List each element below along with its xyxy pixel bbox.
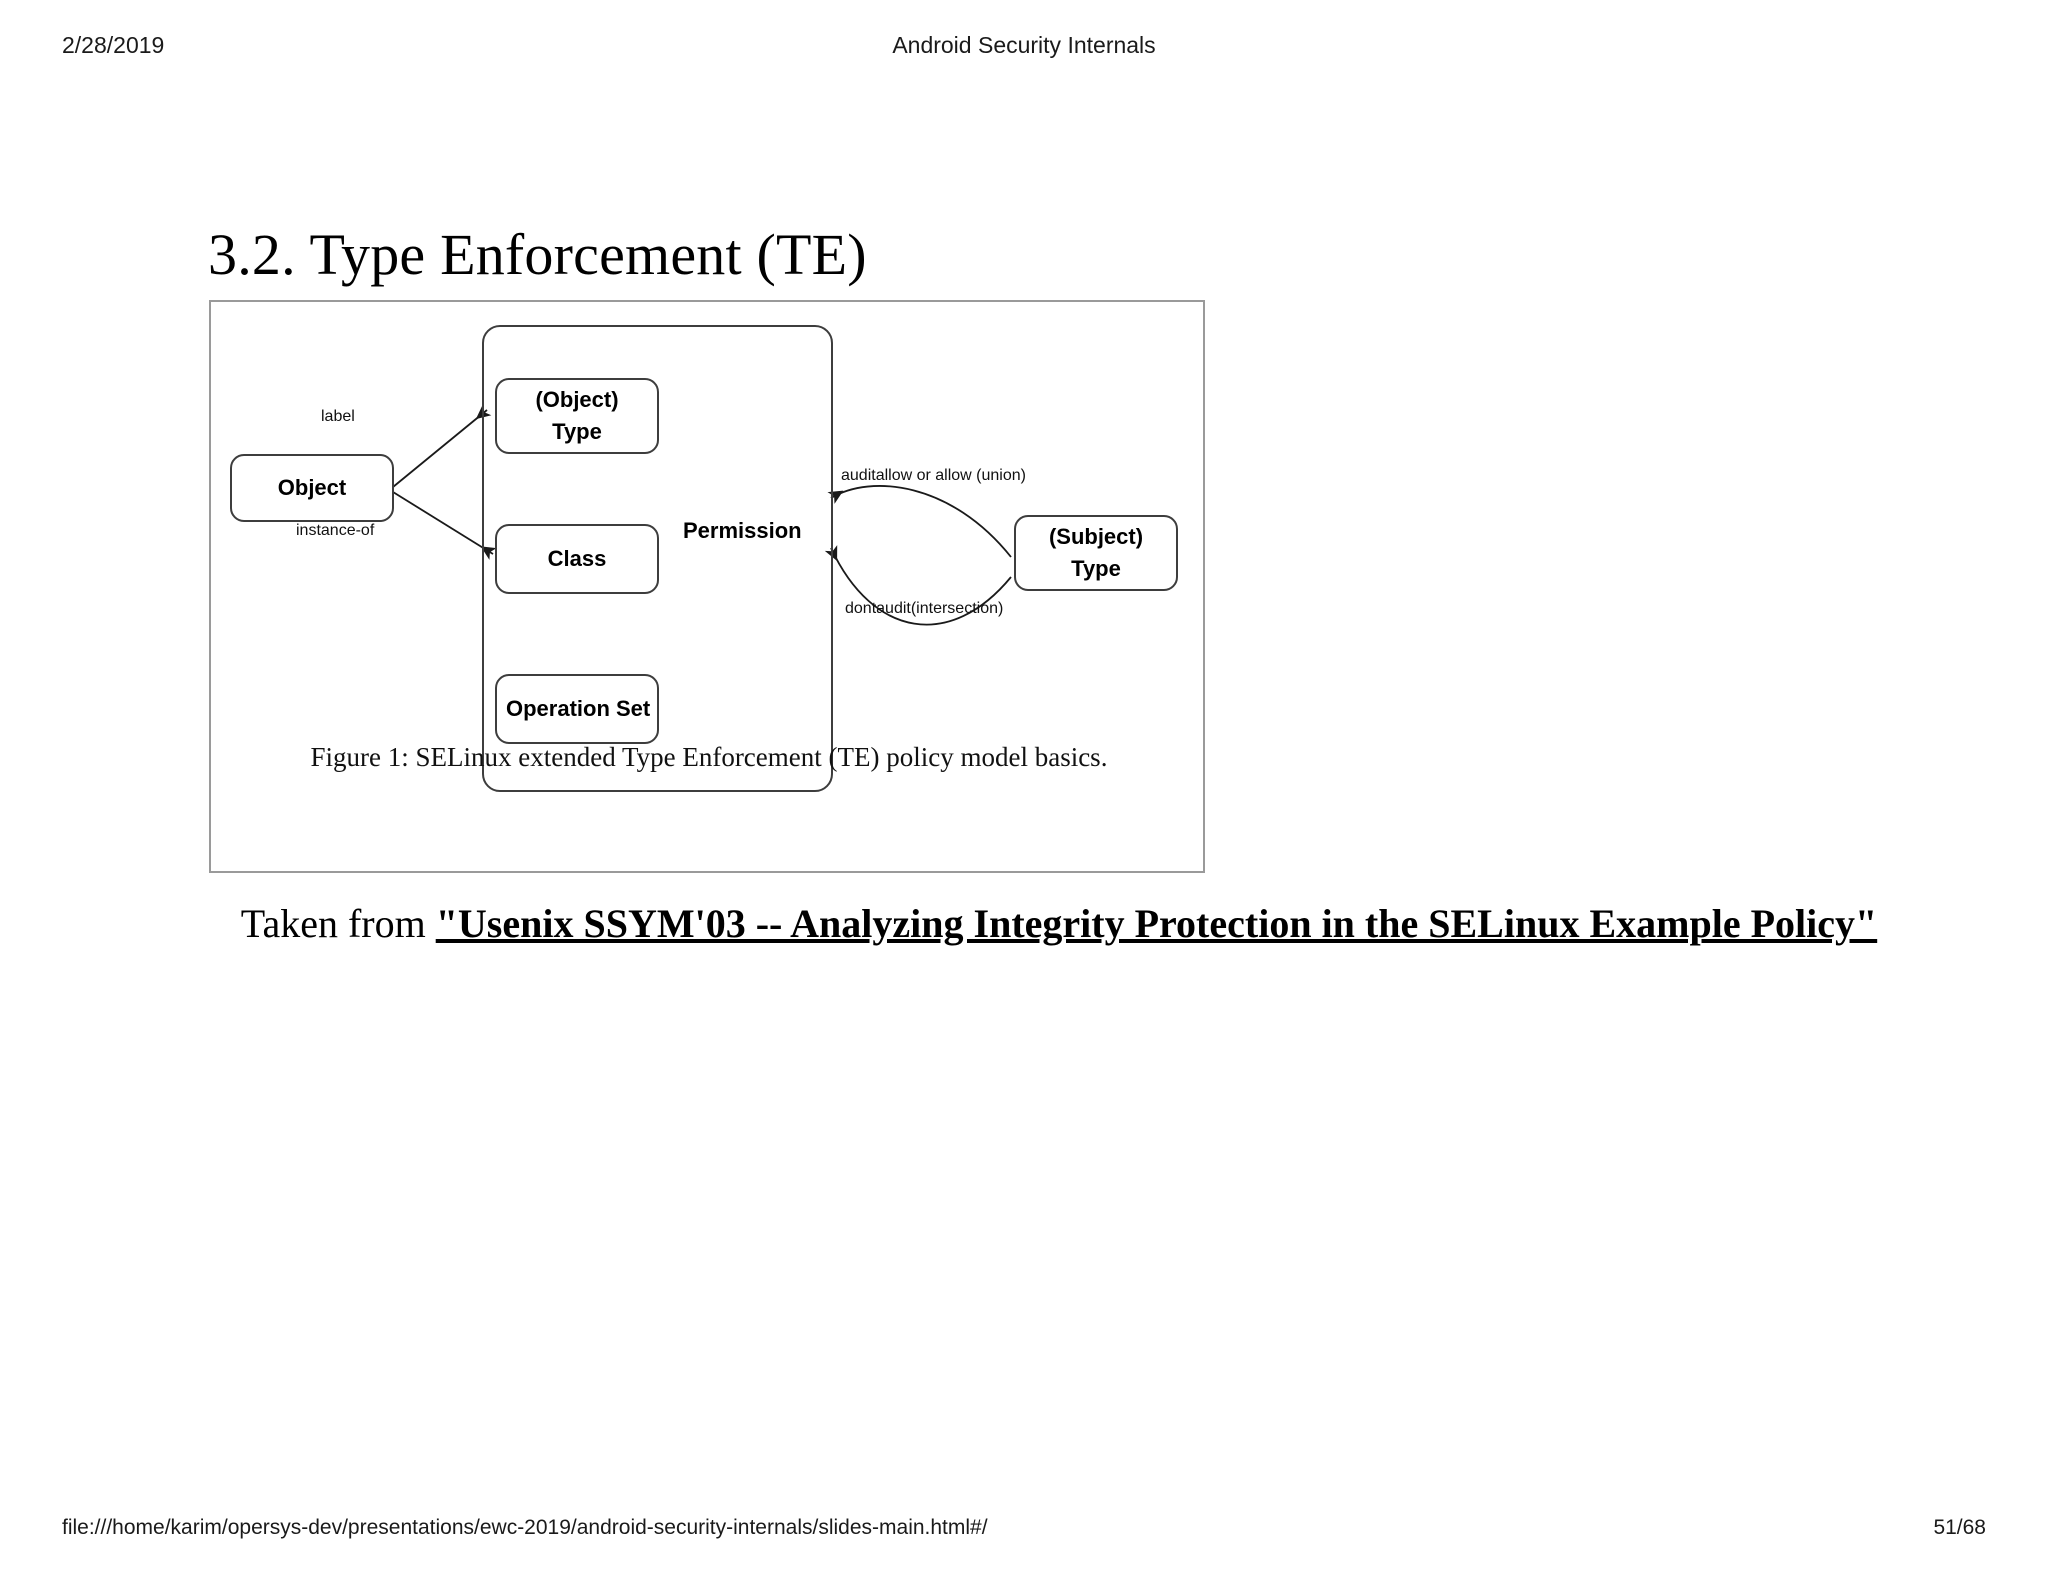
edge-dontaudit-intersection (824, 545, 1012, 626)
diagram-connectors (392, 404, 1012, 626)
header-date: 2/28/2019 (62, 32, 165, 58)
node-object-type-line1: (Object) (535, 387, 619, 413)
node-subject-type-line1: (Subject) (1048, 524, 1144, 550)
node-object-label: Object (277, 475, 347, 501)
edge-label-label: label (321, 408, 355, 425)
attribution-prefix: Taken from (240, 901, 436, 946)
node-object-type[interactable]: (Object) Type (495, 378, 659, 454)
node-class-label: Class (547, 546, 607, 572)
figure-caption: Figure 1: SELinux extended Type Enforcem… (310, 742, 1108, 772)
edge-label-dontaudit: dontaudit(intersection) (845, 600, 1004, 617)
node-subject-type-line2: Type (1071, 556, 1121, 581)
permission-group-container (482, 325, 833, 792)
figure-frame: Object (Object) Type Class Operation Set… (209, 300, 1205, 873)
header-title: Android Security Internals (892, 32, 1156, 58)
node-object-type-line2: Type (552, 419, 602, 444)
attribution: Taken from "Usenix SSYM'03 -- Analyzing … (209, 900, 1909, 947)
node-object[interactable]: Object (230, 454, 394, 522)
node-subject-type[interactable]: (Subject) Type (1014, 515, 1178, 591)
footer-url: file:///home/karim/opersys-dev/presentat… (62, 1516, 988, 1539)
node-class[interactable]: Class (495, 524, 659, 594)
edge-label-auditallow: auditallow or allow (union) (841, 467, 1026, 484)
edge-auditallow-union (827, 485, 1012, 558)
node-permission-label: Permission (683, 518, 802, 543)
page-title: 3.2. Type Enforcement (TE) (208, 221, 867, 287)
page-header: 2/28/2019 Android Security Internals (0, 32, 2048, 62)
footer-page-number: 51/68 (1933, 1516, 1986, 1539)
te-policy-diagram: Object (Object) Type Class Operation Set… (211, 302, 1207, 802)
edge-label-instance-of: instance-of (296, 522, 375, 539)
node-operation-set-label: Operation Set (506, 696, 651, 722)
page-footer: file:///home/karim/opersys-dev/presentat… (0, 1516, 2048, 1544)
edge-object-to-class (392, 491, 497, 560)
node-operation-set[interactable]: Operation Set (495, 674, 659, 744)
edge-object-to-object-type (392, 404, 492, 488)
source-paper-link[interactable]: "Usenix SSYM'03 -- Analyzing Integrity P… (435, 901, 1878, 946)
